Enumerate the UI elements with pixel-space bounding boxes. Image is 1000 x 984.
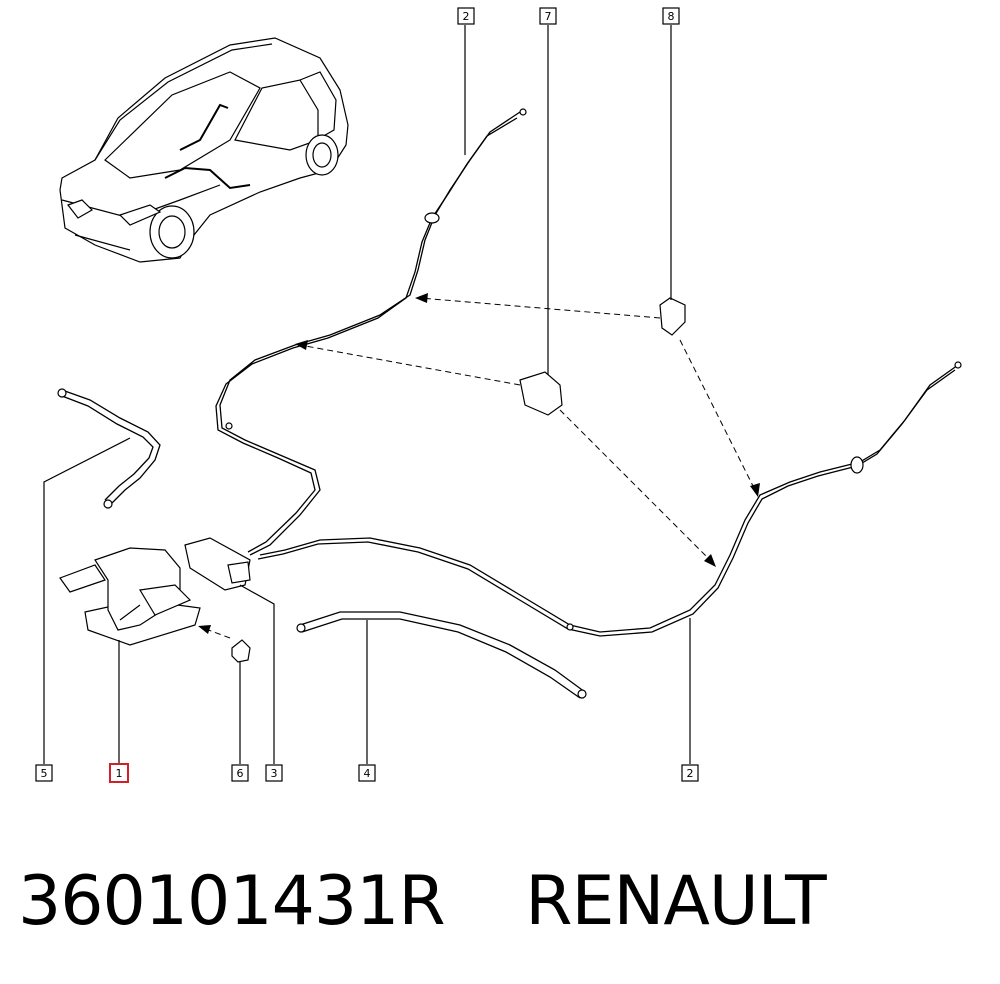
assembly-arrows [198, 293, 760, 639]
brand-name: RENAULT [525, 862, 826, 941]
svg-text:8: 8 [668, 10, 675, 23]
part-7-clip [519, 371, 563, 416]
part-8-clip [659, 297, 686, 336]
svg-text:3: 3 [271, 767, 278, 780]
callout-2-top: 2 [457, 7, 475, 25]
leader-lines [43, 25, 691, 764]
part-4-hose [296, 611, 587, 699]
part-number: 360101431R [18, 862, 446, 941]
callout-6: 6 [231, 764, 249, 782]
part-5-hose [57, 388, 161, 509]
svg-text:7: 7 [545, 10, 552, 23]
part-6-nut [231, 639, 251, 663]
callout-4: 4 [358, 764, 376, 782]
svg-text:2: 2 [463, 10, 470, 23]
callout-8: 8 [662, 7, 680, 25]
svg-text:4: 4 [364, 767, 371, 780]
callout-7: 7 [539, 7, 557, 25]
callout-1-highlighted: 1 [109, 763, 129, 783]
cable-2-upper [215, 108, 527, 556]
callout-5: 5 [35, 764, 53, 782]
callout-2-bottom: 2 [681, 764, 699, 782]
part-3-bracket [184, 537, 251, 591]
vehicle-illustration [59, 37, 349, 263]
part-caption: 360101431R RENAULT [18, 862, 827, 941]
cable-2-lower [257, 361, 962, 637]
svg-text:1: 1 [116, 767, 123, 780]
svg-text:6: 6 [237, 767, 244, 780]
svg-text:5: 5 [41, 767, 48, 780]
callout-3: 3 [265, 764, 283, 782]
svg-text:2: 2 [687, 767, 694, 780]
part-1-parking-brake-lever [59, 547, 201, 646]
